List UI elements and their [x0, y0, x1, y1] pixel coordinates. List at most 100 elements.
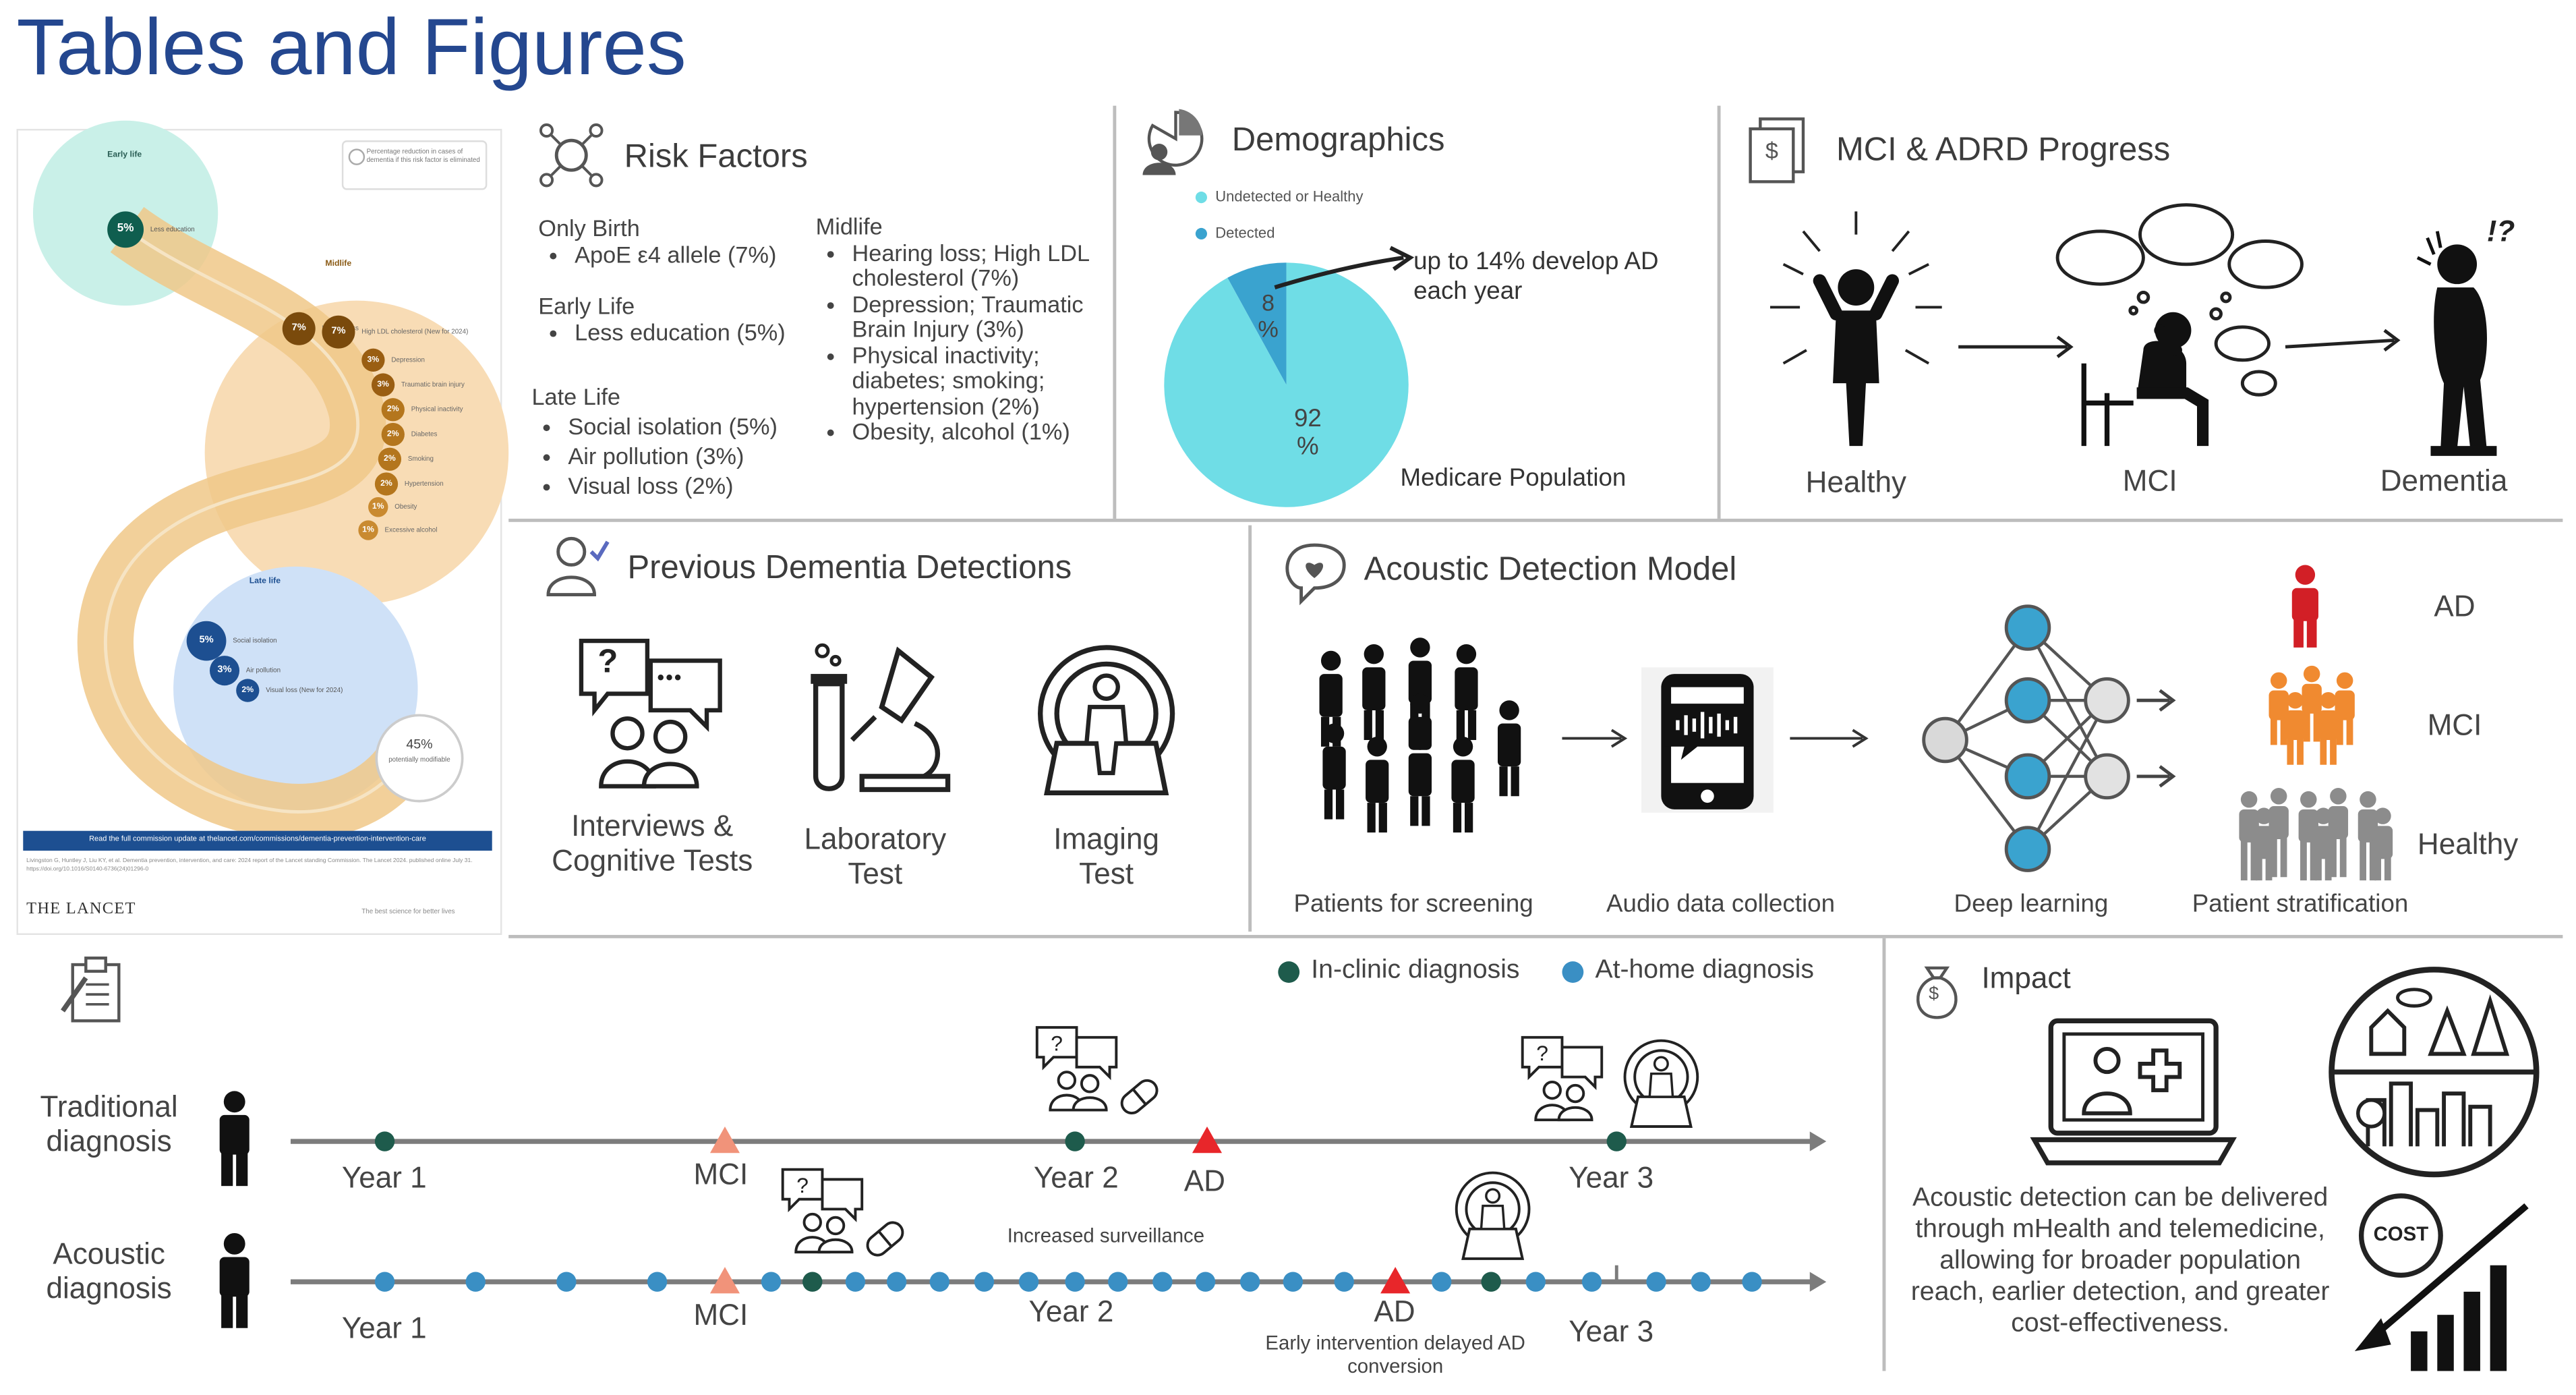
out-mci: MCI [2427, 708, 2482, 742]
midlife-factor-label: Obesity [394, 502, 417, 511]
healthy-person-icon [1770, 211, 1942, 447]
acou-athome-dot [374, 1272, 395, 1292]
chat-heart-icon [1285, 543, 1346, 606]
late-factor-pct: 5% [186, 621, 227, 661]
potential-label: potentially modifiable [388, 755, 450, 764]
midlife-factor-label: High LDL cholesterol (New for 2024) [361, 326, 469, 336]
midlife-list-item: Physical inactivity; diabetes; smoking; … [852, 341, 1100, 420]
acou-athome-dot [1525, 1272, 1546, 1292]
late-life-list-item: Visual loss (2%) [568, 471, 812, 501]
acou-athome-dot [1581, 1272, 1602, 1292]
trad-inclinic-dot [374, 1131, 395, 1151]
midlife-list-heading: Midlife [815, 212, 883, 240]
network-icon [539, 123, 604, 188]
legend-undetected-dot [1195, 192, 1207, 204]
trad-ad-marker [1192, 1127, 1223, 1154]
midlife-factor-pct: 2% [378, 447, 402, 471]
acou-athome-dot [1152, 1272, 1173, 1292]
cap-strat: Patient stratification [2192, 890, 2409, 919]
microscope-test-tube-icon [811, 643, 951, 793]
trad-ad: AD [1183, 1164, 1225, 1198]
out-ad: AD [2434, 590, 2476, 623]
lancet-fine-print: Livingston G, Huntley J, Liu KY, et al. … [26, 857, 473, 872]
acoustic-label: Acoustic diagnosis [46, 1237, 172, 1305]
midlife-factor-pct: 3% [371, 373, 395, 397]
impact-title: Impact [1981, 961, 2071, 995]
midlife-heading: Midlife [325, 259, 352, 270]
legend-undetected: Undetected or Healthy [1215, 188, 1364, 205]
money-symbol: $ [1929, 984, 1939, 1004]
divider-timeline-impact [1882, 938, 1886, 1371]
demo-pie-label: Medicare Population [1400, 464, 1627, 492]
traditional-label: Traditional diagnosis [40, 1090, 178, 1158]
cap-audio: Audio data collection [1606, 890, 1836, 919]
person-check-icon [546, 536, 610, 596]
svg-text:?: ? [1051, 1031, 1063, 1055]
interview-people-icon [579, 638, 722, 789]
divider-risk-demo [1113, 105, 1117, 519]
medicare-pie-chart [1164, 262, 1409, 507]
acou-athome-dot [647, 1272, 668, 1292]
divider-row2 [508, 934, 2563, 938]
arrow-to-audio [1562, 729, 1628, 748]
lancet-banner: Read the full commission update at thela… [89, 834, 426, 843]
cap-deep: Deep learning [1954, 890, 2109, 919]
midlife-factor-pct: 2% [374, 472, 399, 496]
pie-slice-undetected [1164, 262, 1409, 507]
mci-person-icon [2055, 203, 2304, 447]
trad-inclinic-dot [1065, 1131, 1085, 1151]
risk-title: Risk Factors [624, 138, 808, 175]
midlife-list-item: Depression; Traumatic Brain Injury (3%) [852, 290, 1100, 343]
acou-athome-dot [1283, 1272, 1304, 1292]
acou-mri-icon [1455, 1171, 1531, 1260]
demo-title: Demographics [1231, 122, 1445, 159]
acou-athome-dot [845, 1272, 866, 1292]
acou-athome-dot [886, 1272, 907, 1292]
acou-athome-dot [1108, 1272, 1128, 1292]
early-intervention: Early intervention delayed AD conversion [1265, 1331, 1525, 1378]
pie-slice-detected [1227, 262, 1287, 385]
trad-year1: Year 1 [341, 1161, 427, 1195]
prev-title: Previous Dementia Detections [627, 550, 1072, 587]
acou-ad-marker [1380, 1267, 1411, 1294]
risk-early-life: Early Life Less education (5%) [538, 292, 811, 345]
traditional-person-icon [219, 1091, 250, 1187]
acou-athome-dot [1432, 1272, 1452, 1292]
potential-circle [375, 714, 464, 803]
lancet-legend-text: Percentage reduction in cases of dementi… [366, 146, 480, 164]
cost-chart-icon [2354, 1193, 2529, 1371]
legend-inclinic: In-clinic diagnosis [1311, 956, 1520, 985]
late-life-heading: Late life [249, 576, 281, 587]
neural-network-icon [1922, 604, 2176, 872]
healthy-group-icon [2239, 788, 2393, 881]
only-birth-item: ApoE ε4 allele (7%) [575, 241, 811, 268]
acou-year2: Year 2 [1028, 1294, 1114, 1328]
pie-person-icon [1142, 109, 1204, 175]
lancet-legend-box: Percentage reduction in cases of dementi… [341, 140, 488, 190]
midlife-factor-label: Hypertension [404, 479, 444, 488]
acou-athome-dot [1646, 1272, 1666, 1292]
early-life-list: Less education (5%) [538, 319, 811, 345]
divider-row1 [508, 518, 2563, 522]
midlife-list-item: Hearing loss; High LDL cholesterol (7%) [852, 239, 1100, 291]
svg-text:$: $ [1765, 138, 1778, 164]
acou-athome-dot [1742, 1272, 1762, 1292]
svg-text:?: ? [796, 1173, 809, 1197]
page-title: Tables and Figures [16, 5, 686, 93]
prev-imaging: Imaging Test [1053, 822, 1160, 890]
interview-q-mark: ? [597, 644, 618, 681]
callout-arrow [1274, 246, 1415, 289]
midlife-factor-pct: 3% [361, 348, 385, 372]
early-life-pct: 5% [107, 211, 144, 248]
svg-text:?: ? [1536, 1041, 1548, 1065]
clipboard-icon [61, 957, 121, 1023]
acoustic-title: Acoustic Detection Model [1364, 551, 1737, 588]
acou-athome-dot [465, 1272, 486, 1292]
pie-pct-undetected: 92 % [1293, 404, 1322, 461]
late-life-list-heading: Late Life [531, 383, 621, 410]
demo-callout: up to 14% develop AD each year [1413, 248, 1659, 306]
acou-athome-dot [1239, 1272, 1260, 1292]
mri-scanner-icon [1038, 645, 1175, 796]
prev-interviews: Interviews & Cognitive Tests [552, 809, 753, 878]
early-life-heading: Early life [107, 150, 142, 161]
